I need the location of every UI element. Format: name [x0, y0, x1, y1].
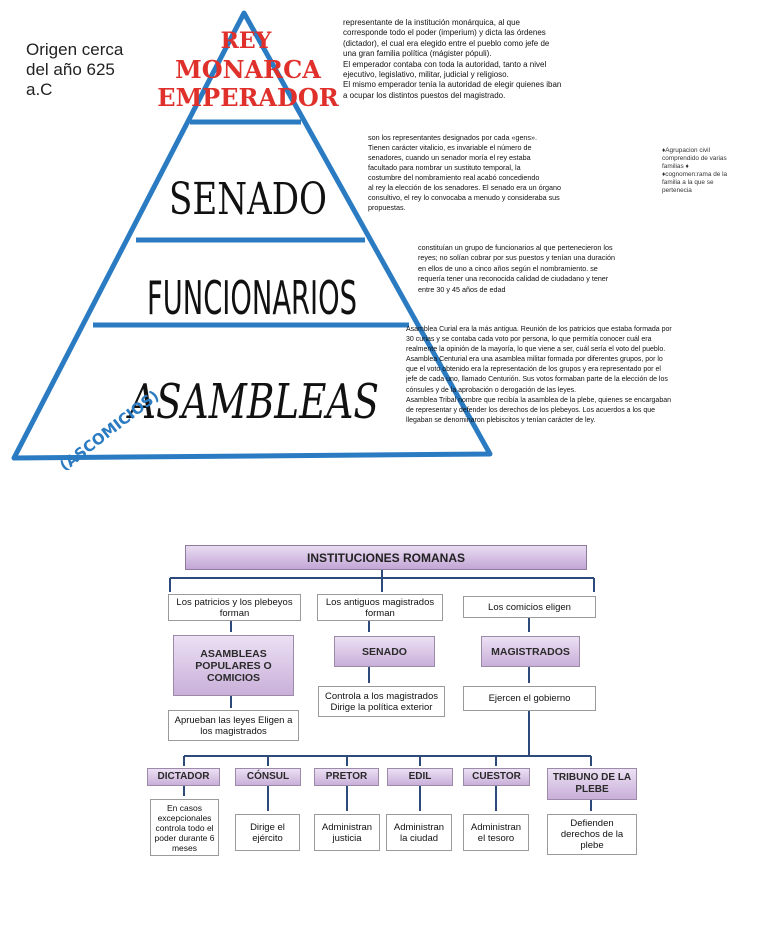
asambleas-description: Asamblea Curial era la más antigua. Reun… [406, 325, 766, 426]
funcionarios-description: constituían un grupo de funcionarios al … [418, 243, 688, 295]
funcionarios-label: FUNCIONARIOS [147, 271, 357, 325]
edil-desc: Administran la ciudad [386, 814, 452, 851]
note-description-line: comprendido de varias [662, 155, 727, 162]
asambleas-description-line: que el voto obtenido era la representaci… [406, 366, 661, 374]
dictador-desc: En casos excepcionales controla todo el … [150, 799, 219, 856]
asambleas-description-line: cónsules y de la aprobación o derogación… [406, 386, 577, 394]
branch1-desc: Aprueban las leyes Eligen a los magistra… [168, 710, 299, 741]
cuestor-desc: Administran el tesoro [463, 814, 529, 851]
rey-description-line: El mismo emperador tenía la autoridad de… [343, 80, 562, 90]
senado-description-line: costumbre del nombramiento real acabó co… [368, 173, 540, 182]
senado-description: son los representantes designados por ca… [368, 133, 623, 213]
branch2-intro: Los antiguos magistrados forman [317, 594, 443, 621]
asambleas-description-line: 30 curias y se contaba cada voto por per… [406, 336, 652, 344]
asambleas-description-line: Asamblea Tribal nombre que recibía la as… [406, 396, 672, 404]
pyramid-outline [11, 10, 493, 461]
branch1-intro: Los patricios y los plebeyos forman [168, 594, 301, 621]
tribuno-desc: Defienden derechos de la plebe [547, 814, 637, 855]
pretor-box: PRETOR [314, 768, 379, 786]
rey-word-2: MONARCA [175, 55, 321, 84]
origin-line-1: Origen cerca [26, 40, 124, 59]
rey-description-line: representante de la institución monárqui… [343, 18, 520, 27]
senado-description-line: facultado para nombrar un sustituto temp… [368, 163, 521, 172]
note-description-line: ♦Agrupacion civil [662, 147, 711, 154]
rey-description-line: (dictador), el cual era elegido entre el… [343, 38, 550, 48]
funcionarios-description-line: en ellos de uno a cinco años según el no… [418, 263, 598, 273]
consul-desc: Dirige el ejército [235, 814, 300, 851]
funcionarios-description-line: constituían un grupo de funcionarios al … [418, 243, 613, 252]
senado-description-line: son los representantes designados por ca… [368, 133, 538, 142]
asambleas-description-line: de representar y defender los derechos d… [406, 406, 656, 414]
rey-word-1: REY [221, 28, 272, 54]
rey-description-line: ejecutivo, legislativo, militar, judicia… [343, 70, 509, 80]
branch3-desc: Ejercen el gobierno [463, 686, 596, 711]
origin-line-3: a.C [26, 80, 53, 99]
dictador-box: DICTADOR [147, 768, 220, 786]
rey-description-line: una gran familia política (mágister pópu… [343, 49, 492, 59]
note-description-line: ♦cognomen:rama de la [662, 171, 728, 178]
pyramid-triangle [11, 10, 493, 461]
tribuno-box: TRIBUNO DE LA PLEBE [547, 768, 637, 800]
org-title: INSTITUCIONES ROMANAS [185, 545, 587, 570]
note-description-line: familias ♦ [662, 163, 689, 170]
origin-note: Origen cerca del año 625 a.C [26, 40, 123, 100]
asambleas-label: ASAMBLEAS [126, 374, 379, 430]
asambleas-populares-box: ASAMBLEAS POPULARES O COMICIOS [173, 635, 294, 696]
rey-description: representante de la institución monárqui… [343, 18, 623, 101]
asambleas-description-line: Asamblea Curial era la más antigua. Reun… [406, 326, 672, 333]
rey-description-line: a ocupar los distintos puestos del magis… [343, 90, 506, 100]
senado-description-line: propuestas. [368, 203, 406, 212]
magistrados-box: MAGISTRADOS [481, 636, 580, 667]
funcionarios-description-line: reyes; no solían cobrar por sus puestos … [418, 253, 615, 263]
senado-box: SENADO [334, 636, 435, 667]
cuestor-box: CUESTOR [463, 768, 530, 786]
rey-label-group: REY MONARCA EMPERADOR [157, 28, 339, 112]
senado-description-line: Tienen carácter vitalicio, es invariable… [368, 143, 532, 152]
senado-description-line: consultivo, el rey lo convocaba a menudo… [368, 193, 560, 202]
asambleas-description-line: Asamblea Centurial era una asamblea mili… [406, 356, 663, 364]
note-description-line: pertenecia [662, 187, 692, 194]
edil-box: EDIL [387, 768, 453, 786]
senado-label: SENADO [169, 174, 327, 225]
connector-lines [169, 570, 595, 811]
funcionarios-description-line: entre 30 y 45 años de edad [418, 284, 506, 294]
note-description-line: familia a la que se [662, 179, 714, 186]
origin-line-2: del año 625 [26, 60, 115, 79]
rey-description-line: El emperador contaba con toda la autorid… [343, 59, 547, 69]
rey-description-line: corresponde todo el poder (imperium) y d… [343, 28, 546, 38]
pretor-desc: Administran justicia [314, 814, 380, 851]
funcionarios-description-line: requería tener una reconocida calidad de… [418, 274, 609, 284]
senado-description-line: senadores, cuando un senador moría el re… [368, 153, 531, 162]
asambleas-description-line: realmente la opinión de la mayoría, lo q… [406, 346, 666, 354]
asambleas-description-line: jefe de cada uno, llamado Centurión. Sus… [406, 376, 668, 384]
pyramid-diagram: REY MONARCA EMPERADOR SENADO FUNCIONARIO… [11, 10, 493, 470]
branch3-intro: Los comicios eligen [463, 596, 596, 618]
consul-box: CÓNSUL [235, 768, 301, 786]
asambleas-description-line: llegaban se denominaron plebiscitos y te… [406, 416, 596, 424]
senado-description-line: al rey la elección de los senadores. El … [368, 183, 561, 192]
branch2-desc: Controla a los magistrados Dirige la pol… [318, 686, 445, 717]
rey-word-3: EMPERADOR [157, 83, 339, 112]
